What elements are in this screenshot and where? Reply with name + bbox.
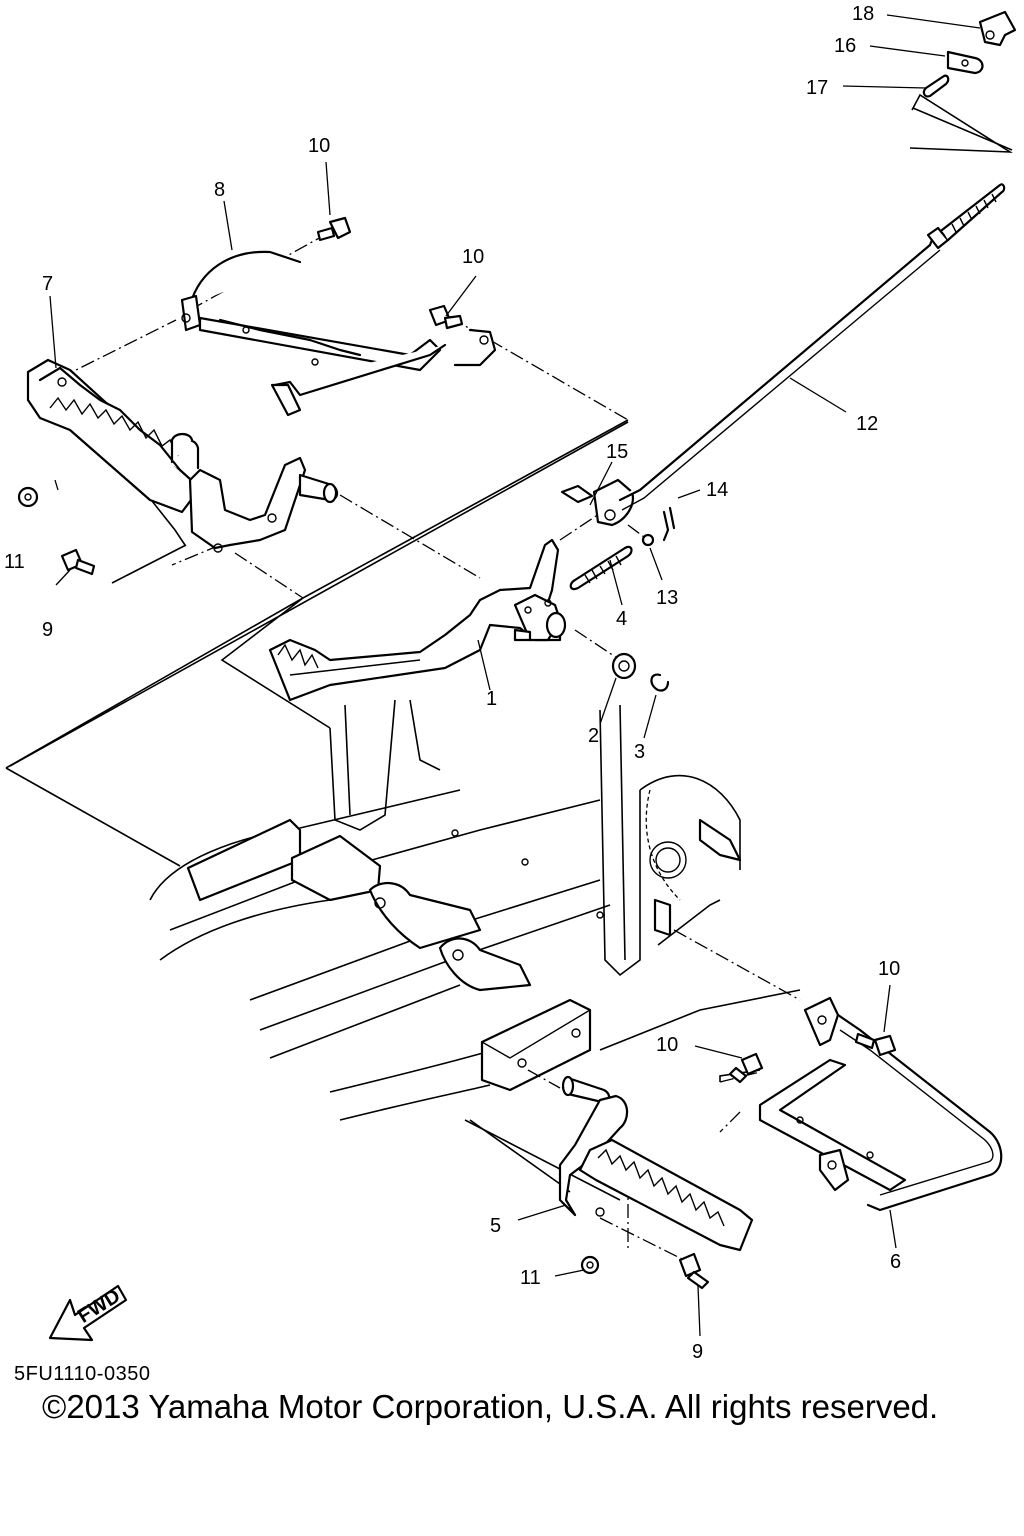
callout-6: 6 [890, 1251, 901, 1273]
callout-10-lower: 10 [656, 1034, 678, 1056]
callout-8: 8 [214, 179, 225, 201]
callout-10-top: 10 [308, 135, 330, 157]
small-parts-pedal [560, 478, 676, 692]
diagram-code: 5FU1110-0350 [14, 1363, 151, 1385]
callout-11-right: 11 [520, 1267, 541, 1289]
callout-11-left: 11 [4, 551, 25, 573]
leader-lines [49, 14, 981, 1337]
callout-13: 13 [656, 587, 678, 609]
fwd-arrow-icon: FWD [48, 1285, 128, 1342]
right-guard [728, 996, 1003, 1212]
right-footrest [558, 1075, 754, 1290]
callout-numbers: 18 16 17 10 8 10 7 12 15 14 11 13 4 9 1 … [4, 3, 901, 1363]
bolts-upper [17, 216, 464, 576]
callout-7: 7 [42, 273, 53, 295]
callout-10-upper: 10 [462, 246, 484, 268]
callout-15: 15 [606, 441, 628, 463]
callout-14: 14 [706, 479, 728, 501]
brake-rod [618, 10, 1017, 511]
callout-3: 3 [634, 741, 645, 763]
left-footrest [26, 358, 202, 514]
callout-9-left: 9 [42, 619, 53, 641]
brake-pedal [268, 538, 567, 702]
callout-10-right: 10 [878, 958, 900, 980]
callout-9-right: 9 [692, 1341, 703, 1363]
callout-4: 4 [616, 608, 627, 630]
copyright-notice: ©2013 Yamaha Motor Corporation, U.S.A. A… [42, 1388, 939, 1425]
callout-16: 16 [834, 35, 856, 57]
frame-body [5, 597, 801, 1121]
callout-1: 1 [486, 688, 497, 710]
callout-2: 2 [588, 725, 599, 747]
left-guard-bracket [180, 250, 497, 417]
left-bracket-pivot [188, 456, 339, 553]
assembly-guide-lines [9, 93, 1013, 1269]
callout-12: 12 [856, 413, 878, 435]
callout-5: 5 [490, 1215, 501, 1237]
callout-18: 18 [852, 3, 874, 25]
callout-17: 17 [806, 77, 828, 99]
